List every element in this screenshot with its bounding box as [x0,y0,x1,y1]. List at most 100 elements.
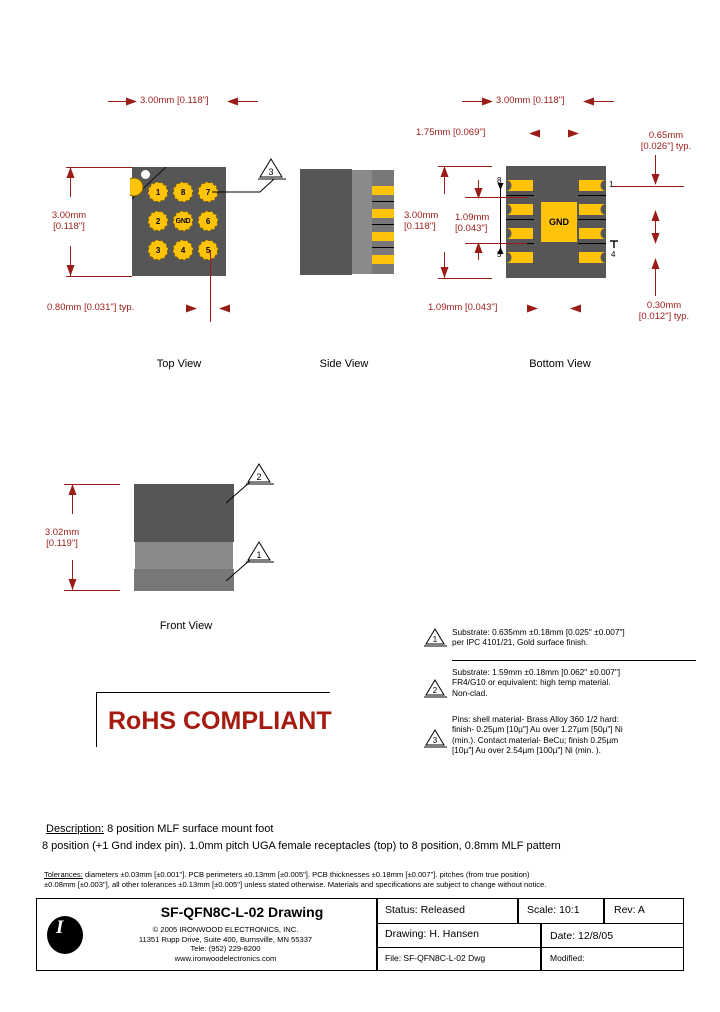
top-view-pin-3: 3 [148,240,168,260]
side-view-body-mid [352,170,374,274]
top-view-width-arrow-right [227,97,238,106]
company-address: © 2005 IRONWOOD ELECTRONICS, INC. 11351 … [138,925,313,963]
bottom-view-pad-notch-left-1 [506,180,533,191]
bottom-view-height-dim-lower [444,252,445,278]
top-view-pin-4: 4 [173,240,193,260]
front-view-label: Front View [159,620,213,632]
bottom-view-sep-right-1 [578,195,606,196]
file-field: File: SF-QFN8C-L-02 Dwg [385,953,486,963]
title-block-divider-rev [603,899,605,923]
drawing-by-field: Drawing: H. Hansen [385,928,479,940]
top-view-index-pin-pad [130,177,144,197]
svg-text:2: 2 [256,472,261,482]
bottom-view-mid-arrow-down [651,233,660,244]
bottom-view-width-dim-line-left [462,101,484,102]
note-2-text: Substrate: 1.59mm ±0.18mm [0.062" ±0.007… [452,667,621,698]
bottom-view-pad-len-dim: 1.75mm [0.069"] [416,127,486,138]
top-view-width-dim-line-left [108,101,130,102]
title-block-divider-row2 [376,947,683,948]
bottom-view-gap-dim-line [655,262,656,296]
bottom-view-pad-width-dim-line [655,155,656,183]
bottom-view-gap-l1: 0.30mm [646,300,682,311]
tolerances-line-2: ±0.08mm [±0.003"], all other tolerances … [44,880,547,889]
bottom-view-sep-right-3 [578,243,606,244]
top-view-width-dim: 3.00mm [0.118"] [140,95,209,106]
top-view-height-dim-l2: [0.118"] [53,221,85,232]
bottom-view-pad-notch-right-4 [579,252,606,263]
top-view-pitch-arrow-right [219,304,230,313]
bottom-view-gnd-pad: GND [541,202,577,242]
bottom-view-height-dim-upper [444,166,445,194]
description-line-2: 8 position (+1 Gnd index pin). 1.0mm pit… [42,840,561,852]
bottom-view-width-dim-line-right [592,101,614,102]
description-label: Description: [46,823,105,835]
bottom-view-pad-notch-right-2 [579,204,606,215]
note-1-leader-line [226,560,251,582]
title-block-divider-scale [517,899,519,923]
top-view-pin-gnd: GND [173,211,193,231]
bottom-view-pin-mark-8: 8 [497,176,502,185]
note-2-callout-triangle: 2 [246,463,274,485]
bottom-view-bottom-arrow-right [570,304,581,313]
top-view-height-arrow-down [66,265,75,276]
rohs-compliant-badge: RoHS COMPLIANT [108,707,332,735]
bottom-view-pin-span-arrow-bottom [497,247,504,254]
note-3-triangle-icon: 3 [424,729,447,748]
bottom-view-gap-l2: [0.012"] typ. [638,311,690,322]
note-3-text: Pins: shell material- Brass Alloy 360 1/… [452,714,623,756]
svg-text:2: 2 [433,686,438,695]
front-view-height-dim-l2: [0.119"] [46,538,78,549]
modified-field: Modified: [550,953,585,963]
rev-field: Rev: A [614,904,645,916]
title-block: I SF-QFN8C-L-02 Drawing © 2005 IRONWOOD … [36,898,684,971]
bottom-view-width-arrow-right [583,97,594,106]
svg-text:1: 1 [256,550,261,560]
side-view-label: Side View [319,358,369,370]
bottom-view-bottom-dim: 1.09mm [0.043"] [428,302,498,313]
top-view-pitch-ext-line [210,250,211,322]
status-field: Status: Released [385,904,465,916]
side-view-sep-3 [372,247,394,248]
bottom-view-sep-right-2 [578,219,606,220]
bottom-view-mid-dim-line [655,214,656,236]
bottom-view-inner-dim-l1: 1.09mm [455,212,490,223]
note-3-callout-triangle-top-view: 3 [258,158,286,180]
front-view-height-dim-l1: 3.02mm [44,527,80,538]
bottom-view-inner-ext-top [465,197,527,198]
bottom-view-inner-dim-l2: [0.043"] [455,223,488,234]
bottom-view-inner-arrow-down [474,188,483,199]
bottom-view-height-dim-l1: 3.00mm [404,210,439,221]
bottom-view-height-arrow-up [440,166,449,177]
bottom-view-pin-mark-5: 5 [497,250,502,259]
bottom-view-pad-notch-right-3 [579,228,606,239]
front-view-body-top [134,484,234,542]
bottom-view-bottom-arrow-left [527,304,538,313]
bottom-view-pin-span-arrow-top [497,183,504,190]
rohs-border-left [96,692,97,747]
title-block-divider-row1 [376,923,683,924]
top-view-pin-2: 2 [148,211,168,231]
title-block-divider-main [376,899,378,970]
side-view-body-left [300,169,352,275]
drawing-title: SF-QFN8C-L-02 Drawing [160,904,324,920]
ironwood-logo-icon: I [47,916,83,954]
top-view-width-arrow-left [126,97,137,106]
note-1-callout-triangle: 1 [246,541,274,563]
bottom-view-pad-notch-left-3 [506,228,533,239]
side-view-pad-3 [372,232,394,241]
top-view-pin-6: 6 [198,211,218,231]
side-view-sep-1 [372,201,394,202]
top-view-pin-5: 5 [198,240,218,260]
note-1-triangle-icon: 1 [424,628,447,647]
side-view-pad-1 [372,186,394,195]
bottom-view-inner-ext-bottom [465,243,527,244]
top-view-height-arrow-up [66,167,75,178]
side-view-pad-2 [372,209,394,218]
side-view-sep-2 [372,224,394,225]
side-view-body-right [372,170,394,274]
bottom-view-ext-line-bottom [438,278,492,279]
bottom-view-inner-arrow-up [474,242,483,253]
bottom-view-pad-notch-left-4 [506,252,533,263]
bottom-view-pad-notch-left-2 [506,204,533,215]
